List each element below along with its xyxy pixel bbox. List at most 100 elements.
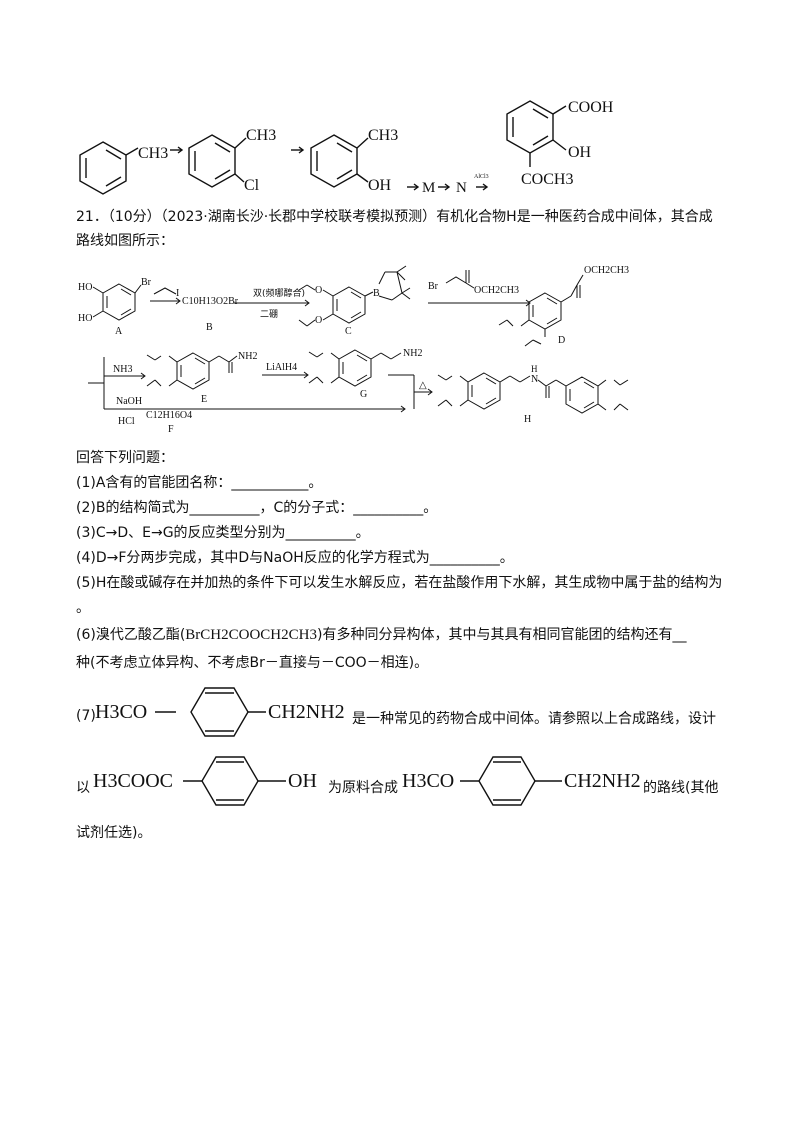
q7-left-group-2: H3COOC xyxy=(93,770,174,792)
e-nh2-label: NH2 xyxy=(238,351,257,362)
d-ester-label: OCH2CH3 xyxy=(584,265,629,276)
q7-text-3: 的路线(其他 xyxy=(643,780,719,796)
top-reaction-scheme: CH3 CH3 Cl CH3 OH M N AlCl3 COOH OH COCH… xyxy=(79,99,614,196)
q6-line2: 种(不考虑立体异构、不考虑Br－直接与 xyxy=(76,655,321,671)
compound-e-label: E xyxy=(201,394,207,405)
q2-num: (2) xyxy=(76,500,96,516)
compound-c-label: C xyxy=(345,326,352,337)
answer-intro: 回答下列问题： xyxy=(76,450,174,466)
reagent-eg-label: LiAlH4 xyxy=(266,362,297,373)
q6-suffix: )有多种同分异构体，其中与其具有相同官能团的结构还有 xyxy=(316,627,673,643)
q7-left-group-3: H3CO xyxy=(402,770,455,792)
compound-f-formula: C12H16O4 xyxy=(146,410,192,421)
q5-num: (5) xyxy=(76,575,96,591)
question-6-line2: 种(不考虑立体异构、不考虑Br－直接与－COO－相连)。 xyxy=(76,652,428,672)
q2-text: B的结构简式为 xyxy=(95,500,190,516)
q4-num: (4) xyxy=(76,550,96,566)
cl-label: Cl xyxy=(244,177,260,194)
q7-line-3: 试剂任选)。 xyxy=(76,825,152,841)
q7-right-group-3: CH2NH2 xyxy=(564,770,641,792)
q6-coo: －COO－ xyxy=(320,655,381,671)
synthesis-route: HO HO Br A I C10H13O2Br B 双(频哪醇合) 二硼 O O… xyxy=(78,265,629,435)
reagent-bc-bottom: 二硼 xyxy=(260,309,278,320)
compound-g-label: G xyxy=(360,389,367,400)
question-21-line1: 21．（10分）（2023·湖南长沙·长郡中学校联考模拟预测）有机化合物H是一种… xyxy=(76,206,713,226)
compound-f-label: F xyxy=(168,424,174,435)
q1-blank[interactable]: ___________ xyxy=(231,475,309,491)
q7-text-2: 为原料合成 xyxy=(328,780,398,796)
compound-d-structure xyxy=(498,274,584,347)
c-b-label: B xyxy=(373,288,380,299)
oh-label-d: OH xyxy=(568,144,592,161)
q1-num: (1) xyxy=(76,475,96,491)
product-structure xyxy=(506,100,567,167)
q3-text: C→D、E→G的反应类型分别为 xyxy=(95,525,286,541)
c-o-label-2: O xyxy=(315,315,322,326)
alcl3-label: AlCl3 xyxy=(474,174,489,180)
n-label: N xyxy=(456,180,467,196)
q6-prefix: (6)溴代乙酸乙酯( xyxy=(76,627,186,643)
question-6-line1: (6)溴代乙酸乙酯(BrCH2COOCH2CH3)有多种同分异构体，其中与其具有… xyxy=(76,624,686,644)
q4-blank[interactable]: __________ xyxy=(429,550,500,566)
cooh-label: COOH xyxy=(568,99,614,116)
question-5: (5)H在酸或碱存在并加热的条件下可以发生水解反应，若在盐酸作用下水解，其生成物… xyxy=(76,572,722,592)
q3-num: (3) xyxy=(76,525,96,541)
q7-num: (7) xyxy=(76,708,96,724)
reagent-cd-br: Br xyxy=(428,281,439,292)
q6-blank[interactable]: __ xyxy=(672,627,687,643)
reagent-ab-label: I xyxy=(176,288,179,299)
compound-b-formula: C10H13O2Br xyxy=(182,296,239,307)
q3-end: 。 xyxy=(355,525,370,541)
compound-e-structure xyxy=(146,352,238,390)
q6-formula: BrCH2COOCH2CH3 xyxy=(185,627,317,643)
q1-text: A含有的官能团名称： xyxy=(95,475,232,491)
q4-text: D→F分两步完成，其中D与NaOH反应的化学方程式为 xyxy=(95,550,430,566)
question-5-end: 。 xyxy=(76,600,90,616)
reagent-f-top: NaOH xyxy=(116,396,142,407)
q2-blank-2[interactable]: __________ xyxy=(353,500,424,516)
question-score: （10分） xyxy=(107,209,161,225)
coch3-label: COCH3 xyxy=(521,171,573,188)
compound-d-label: D xyxy=(558,335,565,346)
heat-symbol: △ xyxy=(419,380,427,391)
ch3-label-c: CH3 xyxy=(368,127,398,144)
ch3-label-a: CH3 xyxy=(138,145,168,162)
question-21-line2: 路线如图所示： xyxy=(76,233,174,249)
compound-b-label: B xyxy=(206,322,213,333)
q2-blank-1[interactable]: __________ xyxy=(189,500,260,516)
compound-a-label: A xyxy=(115,326,123,337)
q4-end: 。 xyxy=(499,550,514,566)
compound-g-structure xyxy=(308,349,402,387)
question-number: 21． xyxy=(76,209,108,225)
chlorotoluene-structure xyxy=(188,134,247,188)
question-stem: 有机化合物H是一种医药合成中间体，其合成 xyxy=(436,209,713,225)
q1-end: 。 xyxy=(308,475,323,491)
q3-blank[interactable]: __________ xyxy=(285,525,356,541)
h-n-label: N xyxy=(531,374,538,385)
q5-text: H在酸或碱存在并加热的条件下可以发生水解反应，若在盐酸作用下水解，其生成物中属于… xyxy=(95,575,723,591)
reagent-bc-top: 双(频哪醇合) xyxy=(253,287,305,299)
question-3: (3)C→D、E→G的反应类型分别为__________。 xyxy=(76,522,370,542)
reagent-e-label: NH3 xyxy=(113,364,132,375)
question-source: （2023·湖南长沙·长郡中学校联考模拟预测） xyxy=(160,209,437,225)
compound-c-structure xyxy=(298,265,411,327)
compound-h-label: H xyxy=(524,414,531,425)
question-2: (2)B的结构简式为__________，C的分子式：__________。 xyxy=(76,497,437,517)
compound-h-structure xyxy=(437,372,629,414)
q7-right-group-2: OH xyxy=(288,770,317,792)
a-ho-label-1: HO xyxy=(78,282,92,293)
a-ho-label-2: HO xyxy=(78,313,92,324)
oh-label: OH xyxy=(368,177,392,194)
ch3-label-b: CH3 xyxy=(246,127,276,144)
q7-left-group-1: H3CO xyxy=(95,701,148,723)
reagent-cd-ester: OCH2CH3 xyxy=(474,285,519,296)
q2-end: 。 xyxy=(423,500,438,516)
question-1: (1)A含有的官能团名称：___________。 xyxy=(76,472,322,492)
toluene-structure xyxy=(79,141,139,195)
q7-right-group-1: CH2NH2 xyxy=(268,701,345,723)
question-4: (4)D→F分两步完成，其中D与NaOH反应的化学方程式为__________。 xyxy=(76,547,514,567)
g-nh2-label: NH2 xyxy=(403,348,422,359)
a-br-label: Br xyxy=(141,277,152,288)
